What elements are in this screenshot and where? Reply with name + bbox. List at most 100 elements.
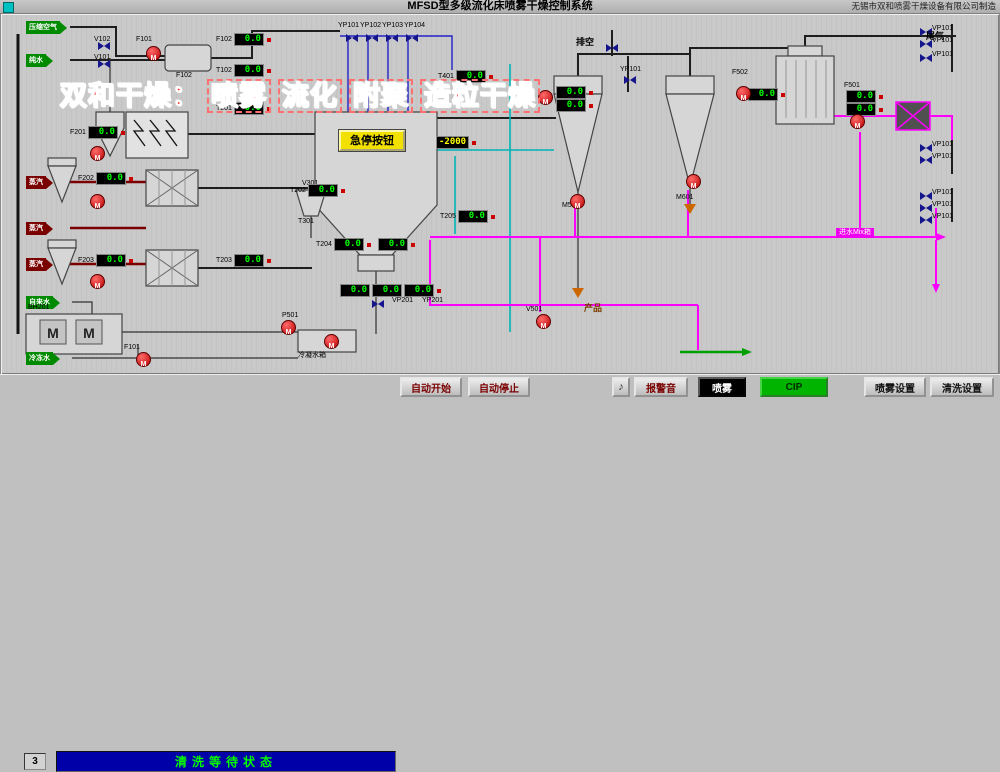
valve-icon[interactable] — [606, 44, 618, 52]
arrow-head-icon — [46, 54, 53, 67]
display-value: 0.0 — [87, 126, 118, 139]
pump-glyph: M — [740, 95, 747, 102]
component-tag: VP201 — [392, 297, 414, 304]
display-value: 0.0 — [556, 99, 586, 112]
value-display: -2000 — [434, 136, 476, 149]
component-tag: YP103 — [382, 22, 404, 29]
valve-icon[interactable] — [920, 192, 932, 200]
diagram-area — [0, 13, 1000, 375]
status-bar: 清洗等待状态 — [56, 751, 396, 772]
page-title: MFSD型多级流化床喷雾干燥控制系统 — [407, 0, 593, 12]
display-value: 0.0 — [340, 284, 370, 297]
component-tag: VP101 — [932, 201, 954, 208]
component-tag: VP101 — [932, 141, 954, 148]
pump-icon[interactable]: M — [570, 194, 585, 210]
valve-icon[interactable] — [920, 40, 932, 48]
component-tag: M601 — [676, 194, 694, 201]
pump-glyph: M — [140, 361, 147, 368]
pump-icon[interactable]: M — [90, 194, 105, 210]
pump-glyph: M — [574, 203, 581, 210]
control-button[interactable]: 喷雾 — [698, 377, 746, 397]
display-value: 0.0 — [333, 238, 364, 251]
component-tag: YP201 — [422, 297, 444, 304]
control-button[interactable]: 自动开始 — [400, 377, 462, 397]
pump-glyph: M — [94, 155, 101, 162]
control-button[interactable]: 报警音 — [634, 377, 688, 397]
component-tag: VP101 — [932, 51, 954, 58]
valve-icon[interactable] — [920, 216, 932, 224]
pump-glyph: M — [854, 123, 861, 130]
component-tag: F102 — [176, 72, 192, 79]
display-label: T205 — [440, 213, 456, 220]
valve-icon[interactable] — [920, 204, 932, 212]
display-value: -2000 — [436, 136, 470, 149]
pump-icon[interactable]: M — [686, 174, 701, 190]
value-display: 0.0 — [554, 86, 593, 99]
status-text: 清洗等待状态 — [174, 755, 277, 769]
pump-icon[interactable]: M — [850, 114, 865, 130]
display-label: T204 — [316, 241, 332, 248]
source-arrow-label: 压缩空气 — [26, 21, 60, 34]
pump-glyph: M — [94, 203, 101, 210]
pump-icon[interactable]: M — [146, 46, 161, 62]
valve-icon[interactable] — [372, 300, 384, 308]
arrow-head-icon — [46, 222, 53, 235]
value-display: T401 0.0 — [438, 70, 493, 83]
value-display: T102 0.0 — [216, 64, 271, 77]
source-arrow: 冷冻水 — [26, 352, 60, 365]
pump-icon[interactable]: M — [90, 274, 105, 290]
pump-glyph: M — [542, 99, 549, 106]
value-display: 0.0 — [554, 99, 593, 112]
control-button[interactable]: CIP — [760, 377, 828, 397]
pump-glyph: M — [328, 343, 335, 350]
display-label: T201 — [216, 105, 232, 112]
component-tag: V101 — [94, 54, 111, 61]
value-display: 0.0 — [376, 238, 415, 251]
component-tag: T301 — [298, 218, 314, 225]
pump-icon[interactable]: M — [536, 314, 551, 330]
valve-icon[interactable] — [406, 34, 418, 42]
pump-icon[interactable]: M — [136, 352, 151, 368]
pump-icon[interactable]: M — [538, 90, 553, 106]
pump-icon[interactable]: M — [281, 320, 296, 336]
display-value: 0.0 — [95, 254, 126, 267]
source-arrow: 蒸汽 — [26, 222, 53, 235]
value-display: 0.0 — [402, 284, 441, 297]
value-display: F201 0.0 — [70, 126, 125, 139]
valve-icon[interactable] — [366, 34, 378, 42]
source-arrow-label: 蒸汽 — [26, 222, 46, 235]
display-value: 0.0 — [457, 210, 488, 223]
control-button[interactable]: 清洗设置 — [930, 377, 994, 397]
arrow-head-icon — [53, 352, 60, 365]
display-label: T202 — [290, 187, 306, 194]
hmi-screen: MFSD型多级流化床喷雾干燥控制系统 无锡市双和喷雾干燥设备有限公司制造 — [0, 0, 1000, 400]
control-button[interactable]: 自动停止 — [468, 377, 530, 397]
pump-glyph: M — [540, 323, 547, 330]
source-arrow: 自来水 — [26, 296, 60, 309]
arrow-head-icon — [53, 296, 60, 309]
pump-icon[interactable]: M — [90, 146, 105, 162]
pump-icon[interactable]: M — [736, 86, 751, 102]
component-tag: F101 — [124, 344, 140, 351]
valve-icon[interactable] — [920, 156, 932, 164]
page-counter: 3 — [24, 753, 46, 770]
value-display: 0.0 — [844, 103, 883, 116]
valve-icon[interactable] — [920, 144, 932, 152]
valve-icon[interactable] — [386, 34, 398, 42]
emergency-stop-button[interactable]: 急停按钮 — [338, 129, 406, 152]
component-tag: VP101 — [932, 189, 954, 196]
valve-icon[interactable] — [624, 76, 636, 84]
control-button[interactable]: 喷雾设置 — [864, 377, 926, 397]
source-arrow: 蒸汽 — [26, 176, 53, 189]
display-value: 0.0 — [556, 86, 586, 99]
component-tag: F101 — [136, 36, 152, 43]
source-arrow: 蒸汽 — [26, 258, 53, 271]
display-value: 0.0 — [748, 88, 778, 101]
component-tag: F501 — [844, 82, 860, 89]
pump-icon[interactable]: M — [324, 334, 339, 350]
pump-glyph: M — [150, 55, 157, 62]
control-button[interactable]: ♪ — [612, 377, 630, 397]
display-value: 0.0 — [307, 184, 338, 197]
valve-icon[interactable] — [920, 54, 932, 62]
valve-icon[interactable] — [346, 34, 358, 42]
